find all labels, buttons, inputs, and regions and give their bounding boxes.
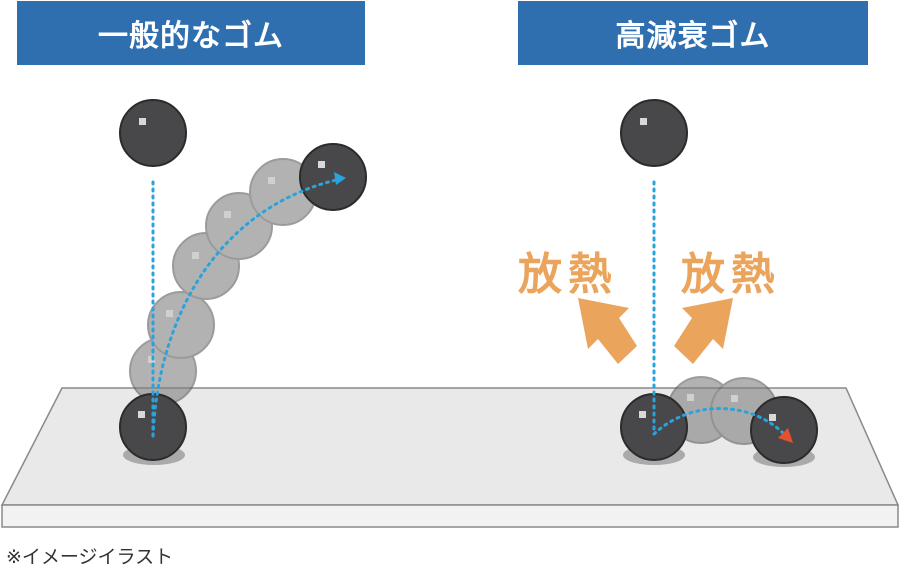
- ball-highlight: [318, 161, 325, 168]
- ball-highlight: [769, 414, 776, 421]
- bounce-path-left: [151, 178, 338, 438]
- ball-highlight: [639, 411, 646, 418]
- ball-end-right: [750, 396, 818, 464]
- label-high-damping-rubber: 高減衰ゴム: [518, 1, 868, 65]
- bounce-path-right: [652, 407, 786, 436]
- ball-bounce-left: [299, 143, 367, 211]
- ball-highlight: [640, 118, 647, 125]
- ball-top-left: [119, 99, 187, 167]
- heat-arrow-right: [674, 298, 733, 364]
- ball-highlight: [138, 411, 145, 418]
- ghost-ball-highlights-left: [148, 177, 275, 363]
- heat-release-label-left: 放熱: [518, 249, 618, 300]
- ball-highlight: [139, 118, 146, 125]
- image-note: ※イメージイラスト: [6, 546, 174, 568]
- bounce-arrowhead-left: [334, 172, 346, 185]
- ball-top-right: [620, 99, 688, 167]
- heat-arrow-left: [578, 298, 637, 364]
- heat-release-label-right: 放熱: [681, 249, 781, 300]
- ghost-ball-highlights-right: [687, 394, 738, 402]
- floor-front: [1, 504, 899, 528]
- label-normal-rubber: 一般的なゴム: [17, 1, 365, 65]
- bounce-arrowhead-right: [778, 428, 793, 443]
- ghost-balls-left: [129, 158, 317, 405]
